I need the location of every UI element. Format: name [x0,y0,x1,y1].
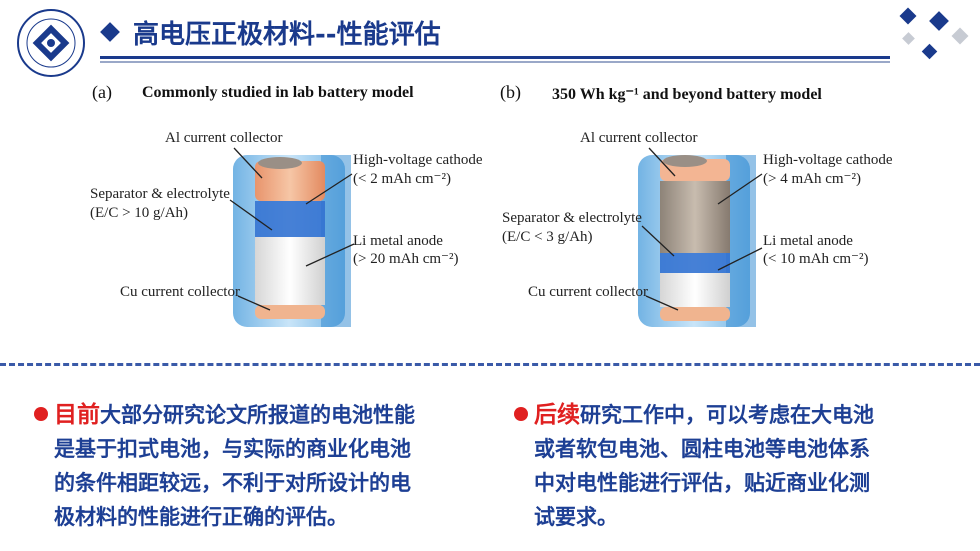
panel-b-label: (b) [500,82,521,102]
panel-a-cu-label: Cu current collector [120,284,240,300]
left-paragraph: 目前大部分研究论文所报道的电池性能 是基于扣式电池，与实际的商业化电池 的条件相… [34,398,484,534]
panel-a-al-label: Al current collector [165,130,283,146]
panel-b-cu-pointer [645,295,679,311]
left-paragraph-line-3: 的条件相距较远，不利于对所设计的电 [54,471,411,495]
panel-b-separator-pointer [641,225,675,257]
page-title-text: 高电压正极材料--性能评估 [133,19,441,50]
title-underline [100,56,890,59]
panel-a-label: (a) [92,82,112,102]
panel-b-cathode-pointer [717,173,763,205]
panel-a-cathode-pointer [305,173,353,205]
panel-a-separator-label: Separator & electrolyte [90,186,230,202]
panel-a-cu-pointer [237,295,271,311]
panel-b-anode-label: Li metal anode [763,233,853,249]
right-paragraph-line-3: 中对电性能进行评估，贴近商业化测 [534,471,870,495]
left-highlight: 目前 [54,402,100,428]
panel-b-cu-label: Cu current collector [528,284,648,300]
decorative-diamonds-icon [899,7,969,60]
dashed-divider [0,363,980,366]
panel-a-cathode-label: High-voltage cathode [353,152,483,168]
right-paragraph-line-4: 试要求。 [534,505,618,529]
left-paragraph-line-4: 极材料的性能进行正确的评估。 [54,505,348,529]
panel-b-cathode-label: High-voltage cathode [763,152,893,168]
right-paragraph: 后续研究工作中，可以考虑在大电池 或者软包电池、圆柱电池等电池体系 中对电性能进… [514,398,964,534]
panel-b-ec-ratio: (E/C < 3 g/Ah) [502,229,593,245]
right-paragraph-line-2: 或者软包电池、圆柱电池等电池体系 [534,437,870,461]
panel-b-al-label: Al current collector [580,130,698,146]
title-underline-secondary [100,61,890,63]
panel-b-cathode-capacity: (> 4 mAh cm⁻²) [763,171,861,187]
panel-a-al-pointer [233,147,263,179]
panel-b-al-pointer [648,147,676,177]
panel-a-heading: Commonly studied in lab battery model [142,84,414,101]
right-line-text: 研究工作中，可以考虑在大电池 [580,403,874,427]
battery-diagram-a [233,155,351,327]
panel-a-anode-pointer [305,243,355,267]
panel-b-heading: 350 Wh kg⁻¹ and beyond battery model [552,86,822,103]
panel-a-ec-ratio: (E/C > 10 g/Ah) [90,205,189,221]
left-paragraph-line-1: 目前大部分研究论文所报道的电池性能 [34,398,484,432]
panel-b-separator-label: Separator & electrolyte [502,210,642,226]
diamond-bullet-icon [100,22,120,42]
panel-a-separator-pointer [229,199,273,231]
right-paragraph-line-1: 后续研究工作中，可以考虑在大电池 [514,398,964,432]
panel-b-anode-capacity: (< 10 mAh cm⁻²) [763,251,869,267]
red-bullet-icon [34,407,48,421]
panel-a-cathode-capacity: (< 2 mAh cm⁻²) [353,171,451,187]
right-highlight: 后续 [534,402,580,428]
left-paragraph-line-2: 是基于扣式电池，与实际的商业化电池 [54,437,411,461]
panel-a-anode-capacity: (> 20 mAh cm⁻²) [353,251,459,267]
university-logo [17,9,85,77]
page-title: 高电压正极材料--性能评估 [100,12,441,52]
panel-a-anode-label: Li metal anode [353,233,443,249]
battery-diagram-b [638,155,756,327]
red-bullet-icon [514,407,528,421]
panel-b-anode-pointer [717,247,763,271]
left-line-text: 大部分研究论文所报道的电池性能 [100,403,415,427]
